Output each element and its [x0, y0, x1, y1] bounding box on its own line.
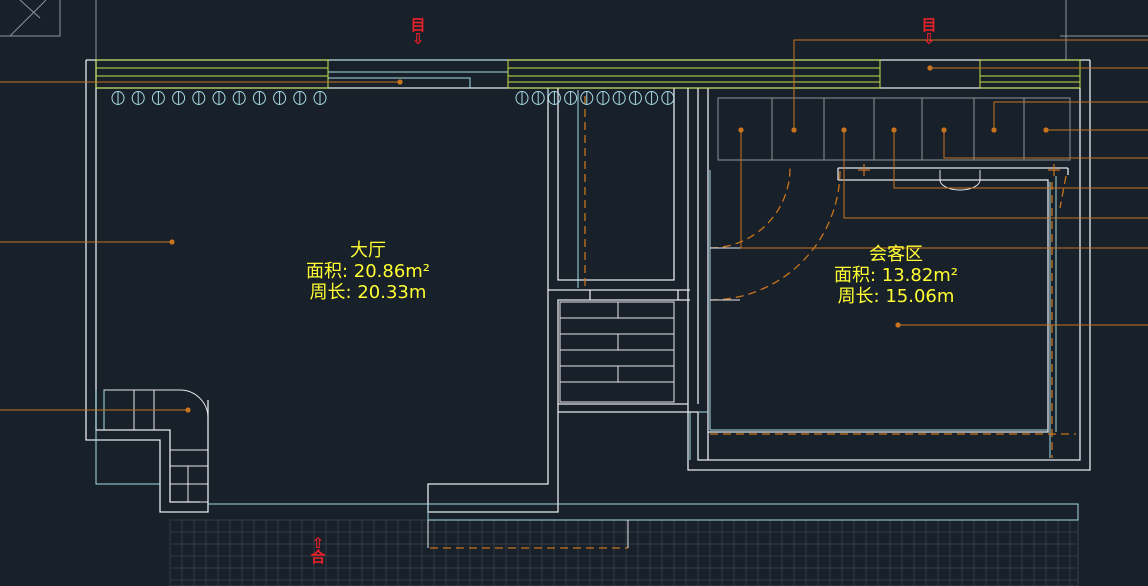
- door-frames: [427, 247, 790, 548]
- svg-text:⇧: ⇧: [312, 534, 325, 552]
- entry-symbol-top-1: 目 ⇩: [410, 16, 425, 48]
- paving-grid: [169, 519, 1079, 586]
- curtain-rings: [111, 91, 675, 105]
- roof-corner: [0, 0, 1148, 60]
- column-markers: [858, 164, 1060, 176]
- room-label-reception: 会客区 面积: 13.82m² 周长: 15.06m: [834, 244, 958, 307]
- door-swings: [430, 96, 1076, 549]
- svg-text:目: 目: [921, 16, 936, 34]
- entry-symbol-bottom: ⇧ 合: [309, 534, 326, 566]
- cabinet-rack: [717, 97, 1071, 191]
- corner-stair: [103, 389, 209, 503]
- room-area: 面积: 13.82m²: [834, 265, 958, 286]
- room-label-hall: 大厅 面积: 20.86m² 周长: 20.33m: [306, 240, 430, 303]
- room-perimeter: 周长: 20.33m: [310, 282, 427, 303]
- svg-text:合: 合: [309, 548, 326, 566]
- leader-lines: [0, 39, 1148, 411]
- glass-lines: [95, 59, 1079, 521]
- svg-text:⇩: ⇩: [412, 30, 425, 48]
- svg-text:⇩: ⇩: [923, 30, 936, 48]
- room-name: 大厅: [350, 240, 386, 261]
- room-area: 面积: 20.86m²: [306, 261, 430, 282]
- entry-symbol-top-2: 目 ⇩: [921, 16, 936, 48]
- stair-hall: [559, 301, 675, 403]
- leader-dots: [169, 65, 1049, 413]
- curtains: [95, 59, 1081, 89]
- room-perimeter: 周长: 15.06m: [838, 286, 955, 307]
- svg-text:目: 目: [410, 16, 425, 34]
- room-name: 会客区: [869, 244, 923, 265]
